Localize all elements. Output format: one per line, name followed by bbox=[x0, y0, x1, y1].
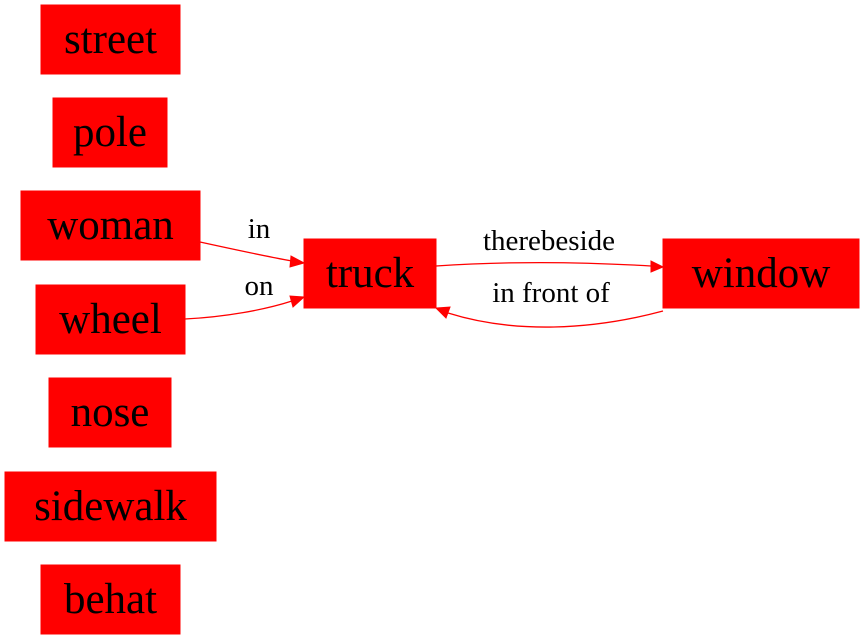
node-label-wheel: wheel bbox=[59, 296, 162, 343]
edge-label-in-front-of: in front of bbox=[492, 277, 610, 309]
node-label-sidewalk: sidewalk bbox=[34, 483, 187, 530]
node-label-street: street bbox=[64, 16, 157, 63]
node-street: street bbox=[40, 4, 181, 75]
node-truck: truck bbox=[303, 238, 437, 309]
node-label-behat: behat bbox=[64, 576, 157, 623]
node-nose: nose bbox=[48, 377, 172, 448]
node-label-nose: nose bbox=[71, 389, 150, 436]
node-label-woman: woman bbox=[47, 202, 174, 249]
edge-woman-truck: in bbox=[199, 213, 306, 268]
node-pole: pole bbox=[52, 97, 168, 168]
node-sidewalk: sidewalk bbox=[4, 471, 217, 542]
node-label-truck: truck bbox=[326, 250, 415, 297]
edge-truck-window: therebeside bbox=[435, 225, 665, 273]
edge-wheel-truck: on bbox=[184, 270, 306, 320]
edge-label-therebeside: therebeside bbox=[483, 225, 615, 257]
node-wheel: wheel bbox=[35, 284, 186, 355]
node-label-window: window bbox=[692, 250, 831, 297]
edge-label-on: on bbox=[245, 270, 275, 302]
node-woman: woman bbox=[20, 190, 201, 261]
node-label-pole: pole bbox=[73, 109, 147, 156]
node-behat: behat bbox=[40, 564, 181, 635]
node-window: window bbox=[662, 238, 860, 309]
edge-window-truck: in front of bbox=[434, 277, 664, 328]
edge-label-in: in bbox=[248, 213, 271, 245]
